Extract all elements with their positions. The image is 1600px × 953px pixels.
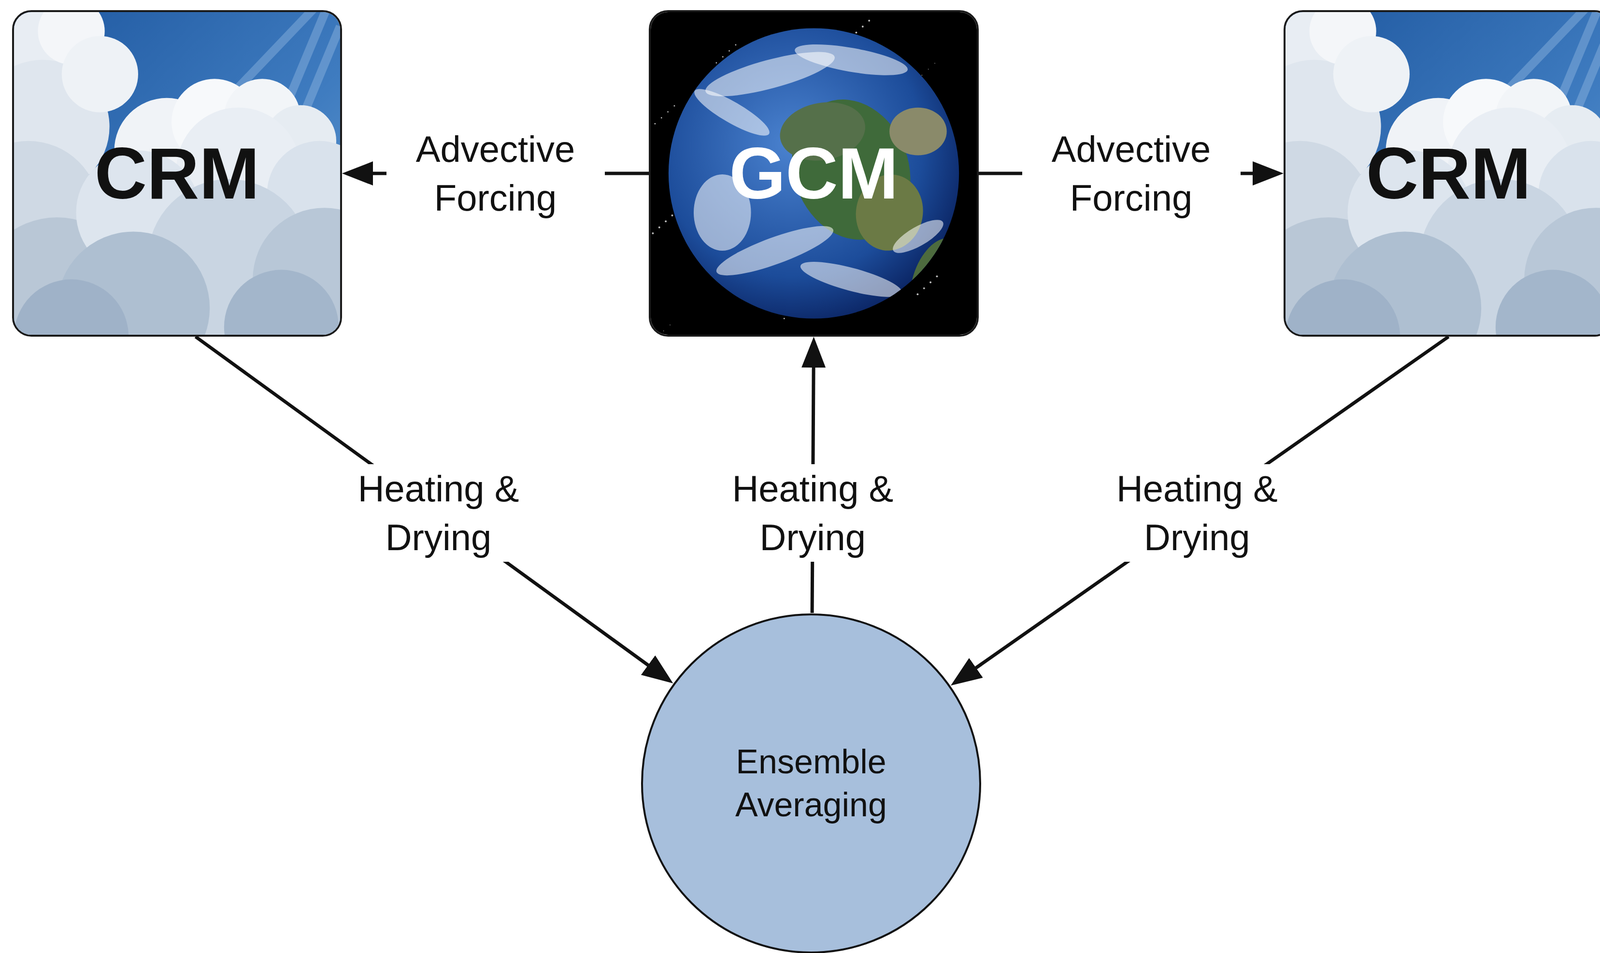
circle-shape — [642, 614, 981, 953]
model-name: GCM — [729, 137, 899, 210]
star — [650, 19, 652, 21]
model-box: GCM — [648, 10, 979, 337]
star — [664, 220, 667, 223]
edge-label: Heating & Drying — [703, 464, 922, 562]
star — [667, 111, 669, 113]
model-box: CRM — [1283, 10, 1600, 337]
cloud-puff — [61, 35, 139, 113]
star — [868, 19, 871, 22]
star — [861, 25, 864, 28]
star — [936, 275, 939, 278]
star — [657, 14, 658, 15]
star — [928, 68, 929, 70]
star — [660, 116, 663, 119]
star — [934, 62, 936, 64]
star — [715, 62, 718, 64]
flow-arrow — [958, 336, 1449, 681]
model-name: CRM — [1366, 137, 1532, 210]
cloud-swirl — [797, 254, 905, 304]
cloud-swirl — [689, 81, 775, 143]
process-circle: Ensemble Averaging — [640, 613, 982, 953]
star — [735, 44, 737, 46]
star — [651, 232, 654, 235]
model-box: CRM — [12, 10, 343, 337]
star — [673, 105, 676, 107]
cloud-puff — [1333, 35, 1410, 113]
cloud-swirl — [888, 214, 948, 260]
circle-outline — [640, 613, 982, 953]
edge-label: Advective Forcing — [1022, 124, 1241, 223]
cloud-puff — [1285, 279, 1400, 335]
star — [916, 293, 919, 296]
cloud-puff — [1495, 270, 1600, 335]
star — [671, 214, 673, 217]
star — [929, 281, 932, 284]
star — [669, 324, 671, 326]
edge-label: Heating & Drying — [1087, 464, 1307, 562]
star — [921, 74, 923, 76]
star — [722, 56, 724, 58]
star — [663, 330, 665, 332]
model-name: CRM — [94, 137, 260, 210]
flow-arrow — [195, 336, 666, 678]
cloud-puff — [14, 279, 129, 335]
cloud-swirl — [792, 38, 910, 82]
edge-label: Advective Forcing — [386, 124, 605, 223]
star — [654, 123, 657, 125]
star — [855, 31, 858, 34]
cloud-puff — [224, 270, 339, 335]
node-label: Ensemble Averaging — [709, 740, 913, 827]
edge-label: Heating & Drying — [329, 464, 548, 562]
star — [658, 226, 661, 229]
star — [923, 287, 926, 290]
space — [650, 12, 977, 335]
star — [783, 317, 786, 320]
star — [728, 50, 730, 52]
